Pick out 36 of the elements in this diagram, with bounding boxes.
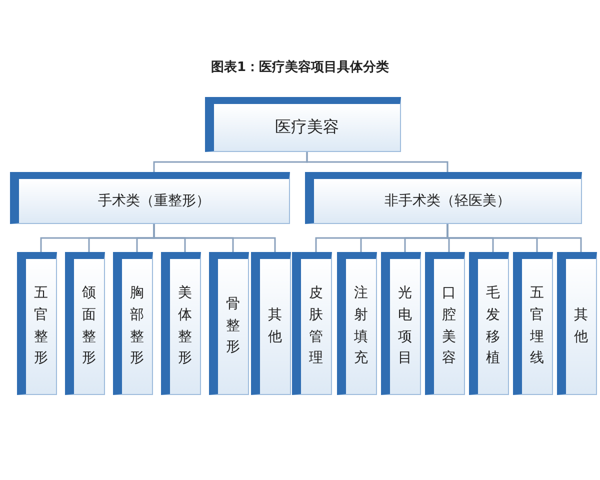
category-box (209, 252, 249, 395)
category-box (425, 252, 465, 395)
category-box (17, 252, 57, 395)
category-box (65, 252, 105, 395)
node-label: 美体整形 (178, 284, 192, 368)
node-label: 胸部整形 (130, 284, 144, 368)
connector-line (153, 224, 276, 252)
node-label: 光电项目 (398, 284, 412, 368)
node-label: 非手术类（轻医美） (384, 192, 510, 210)
category-header-box (10, 172, 290, 224)
category-box (513, 252, 553, 395)
connector-line (306, 152, 448, 172)
category-box (251, 252, 291, 395)
category-box (557, 252, 597, 395)
chart-title: 图表1：医疗美容项目具体分类 (210, 58, 390, 76)
category-box (337, 252, 377, 395)
node-label: 口腔美容 (442, 284, 456, 368)
category-header-box (205, 97, 401, 152)
node-label: 注射填充 (354, 284, 368, 368)
node-label: 其他 (574, 306, 588, 346)
node-label: 其他 (268, 306, 282, 346)
category-header-box (305, 172, 582, 224)
category-box (292, 252, 332, 395)
category-box (469, 252, 509, 395)
node-label: 颌面整形 (82, 284, 96, 368)
node-label: 五官埋线 (530, 284, 544, 368)
connector-line (446, 224, 582, 252)
node-label: 毛发移植 (486, 284, 500, 368)
node-label: 手术类（重整形） (98, 192, 210, 210)
node-label: 五官整形 (34, 284, 48, 368)
node-label: 骨整形 (226, 294, 240, 358)
node-label: 皮肤管理 (309, 284, 323, 368)
category-box (161, 252, 201, 395)
category-box (381, 252, 421, 395)
category-box (113, 252, 153, 395)
node-label: 医疗美容 (275, 117, 339, 138)
